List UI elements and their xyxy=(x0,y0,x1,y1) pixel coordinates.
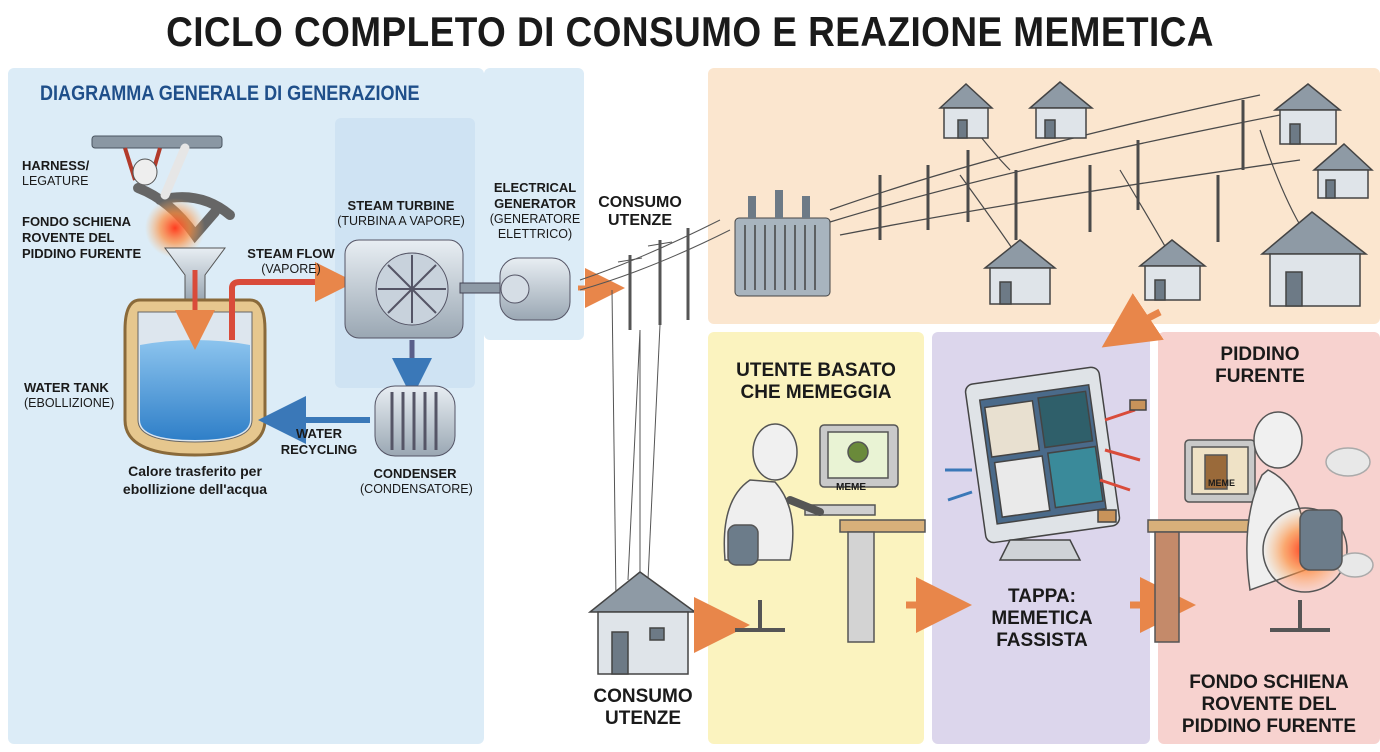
fondo-label-bottom: FONDO SCHIENA ROVENTE DEL PIDDINO FURENT… xyxy=(1181,672,1357,737)
water-tank xyxy=(123,247,355,457)
piddino-label: PIDDINO FURENTE xyxy=(1215,344,1305,387)
power-lines-left xyxy=(579,219,731,601)
electrical-generator xyxy=(499,257,625,321)
generator-label: ELECTRICAL GENERATOR (GENERATORE ELETTRI… xyxy=(489,180,581,241)
steam-turbine xyxy=(344,239,503,398)
utente-figure xyxy=(723,423,926,643)
tappa-label: TAPPA: MEMETICA FASSISTA xyxy=(991,586,1093,651)
piddino-figure xyxy=(1147,411,1374,643)
condenser-label: CONDENSER (CONDENSATORE) xyxy=(360,466,473,496)
tappa-monitor xyxy=(945,366,1147,561)
utente-label: UTENTE BASATO CHE MEMEGGIA xyxy=(736,360,896,403)
page-title: CICLO COMPLETO DI CONSUMO E REAZIONE MEM… xyxy=(166,8,1214,55)
steam-flow-label: STEAM FLOW (VAPORE) xyxy=(247,246,335,276)
harness-label: HARNESS/ LEGATURE xyxy=(22,158,90,188)
transformer xyxy=(734,190,831,297)
condenser xyxy=(258,385,456,457)
meme-screen-label: MEME xyxy=(836,482,866,493)
consumo-top-label: CONSUMO UTENZE xyxy=(598,194,682,229)
steam-turbine-label: STEAM TURBINE (TURBINA A VAPORE) xyxy=(337,198,465,228)
water-tank-label: WATER TANK (EBOLLIZIONE) xyxy=(24,380,115,410)
piddino-screen-label: MEME xyxy=(1208,478,1235,488)
hanging-figure xyxy=(91,135,235,258)
houses xyxy=(587,81,1374,675)
water-recycling-label: WATER RECYCLING xyxy=(280,426,358,457)
heat-caption: Calore trasferito per ebollizione dell'a… xyxy=(122,463,268,497)
consumo-bottom-label: CONSUMO UTENZE xyxy=(593,686,693,729)
fondo-label-top: FONDO SCHIENA ROVENTE DEL PIDDINO FURENT… xyxy=(22,214,142,261)
house-consumo xyxy=(587,571,698,675)
generation-heading: DIAGRAMMA GENERALE DI GENERAZIONE xyxy=(40,82,420,105)
